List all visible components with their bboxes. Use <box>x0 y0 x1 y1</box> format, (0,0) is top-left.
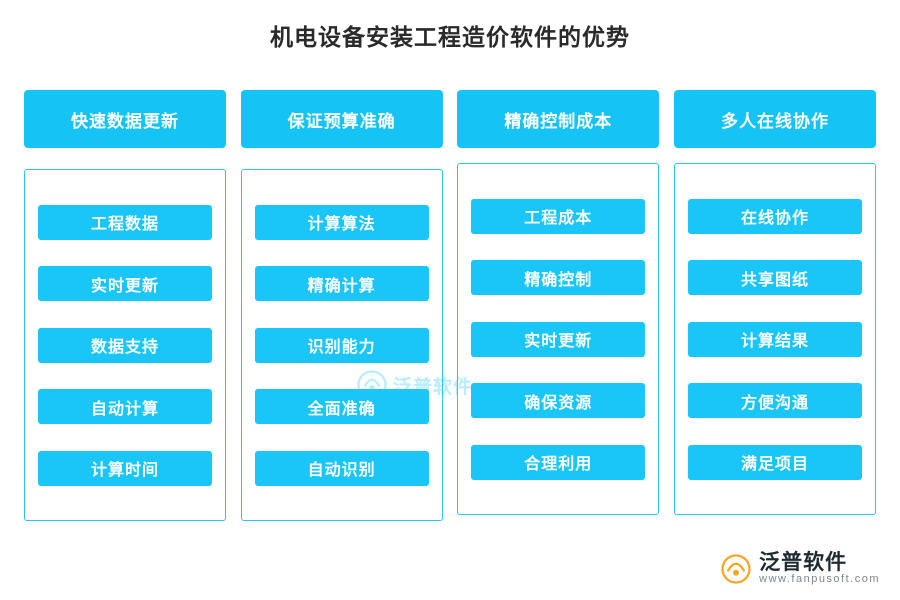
brand-texts: 泛普软件 www.fanpusoft.com <box>759 552 880 586</box>
item-box[interactable]: 自动计算 <box>38 389 212 424</box>
item-box[interactable]: 在线协作 <box>687 198 862 234</box>
brand-name-en: www.fanpusoft.com <box>759 573 880 586</box>
item-box[interactable]: 方便沟通 <box>687 383 862 418</box>
brand-name-cn: 泛普软件 <box>759 551 848 575</box>
item-box[interactable]: 全面准确 <box>254 389 429 424</box>
column-group-2: 保证预算准确 计算算法 精确计算 识别能力 全面准确 自动识别 <box>240 90 443 521</box>
item-box[interactable]: 识别能力 <box>254 327 429 363</box>
item-box[interactable]: 满足项目 <box>687 444 862 480</box>
item-box[interactable]: 计算算法 <box>254 204 429 240</box>
column-panel-2: 计算算法 精确计算 识别能力 全面准确 自动识别 <box>240 169 443 521</box>
item-box[interactable]: 工程成本 <box>471 198 646 234</box>
column-group-4: 多人在线协作 在线协作 共享图纸 计算结果 方便沟通 满足项目 <box>673 90 876 521</box>
column-header-1[interactable]: 快速数据更新 <box>24 90 226 148</box>
item-box[interactable]: 计算时间 <box>38 450 212 486</box>
item-box[interactable]: 确保资源 <box>471 383 646 418</box>
page-title: 机电设备安装工程造价软件的优势 <box>270 24 630 50</box>
item-box[interactable]: 工程数据 <box>38 204 212 240</box>
item-box[interactable]: 精确计算 <box>254 266 429 301</box>
item-box[interactable]: 实时更新 <box>471 321 646 357</box>
column-header-4[interactable]: 多人在线协作 <box>673 90 876 148</box>
column-header-2[interactable]: 保证预算准确 <box>240 90 443 148</box>
item-box[interactable]: 数据支持 <box>38 327 212 363</box>
columns-container: 快速数据更新 工程数据 实时更新 数据支持 自动计算 计算时间 保证预算准确 计… <box>24 90 876 521</box>
item-box[interactable]: 计算结果 <box>687 321 862 357</box>
brand-logo: 泛普软件 www.fanpusoft.com <box>721 552 880 586</box>
item-box[interactable]: 实时更新 <box>38 266 212 301</box>
column-group-1: 快速数据更新 工程数据 实时更新 数据支持 自动计算 计算时间 <box>24 90 226 521</box>
column-header-3[interactable]: 精确控制成本 <box>457 90 660 148</box>
column-panel-1: 工程数据 实时更新 数据支持 自动计算 计算时间 <box>24 169 226 521</box>
column-panel-4: 在线协作 共享图纸 计算结果 方便沟通 满足项目 <box>673 163 876 515</box>
item-box[interactable]: 自动识别 <box>254 450 429 486</box>
column-panel-3: 工程成本 精确控制 实时更新 确保资源 合理利用 <box>457 163 660 515</box>
column-group-3: 精确控制成本 工程成本 精确控制 实时更新 确保资源 合理利用 <box>457 90 660 521</box>
fanpu-logo-icon <box>721 554 751 584</box>
item-box[interactable]: 精确控制 <box>471 260 646 295</box>
item-box[interactable]: 共享图纸 <box>687 260 862 295</box>
item-box[interactable]: 合理利用 <box>471 444 646 480</box>
